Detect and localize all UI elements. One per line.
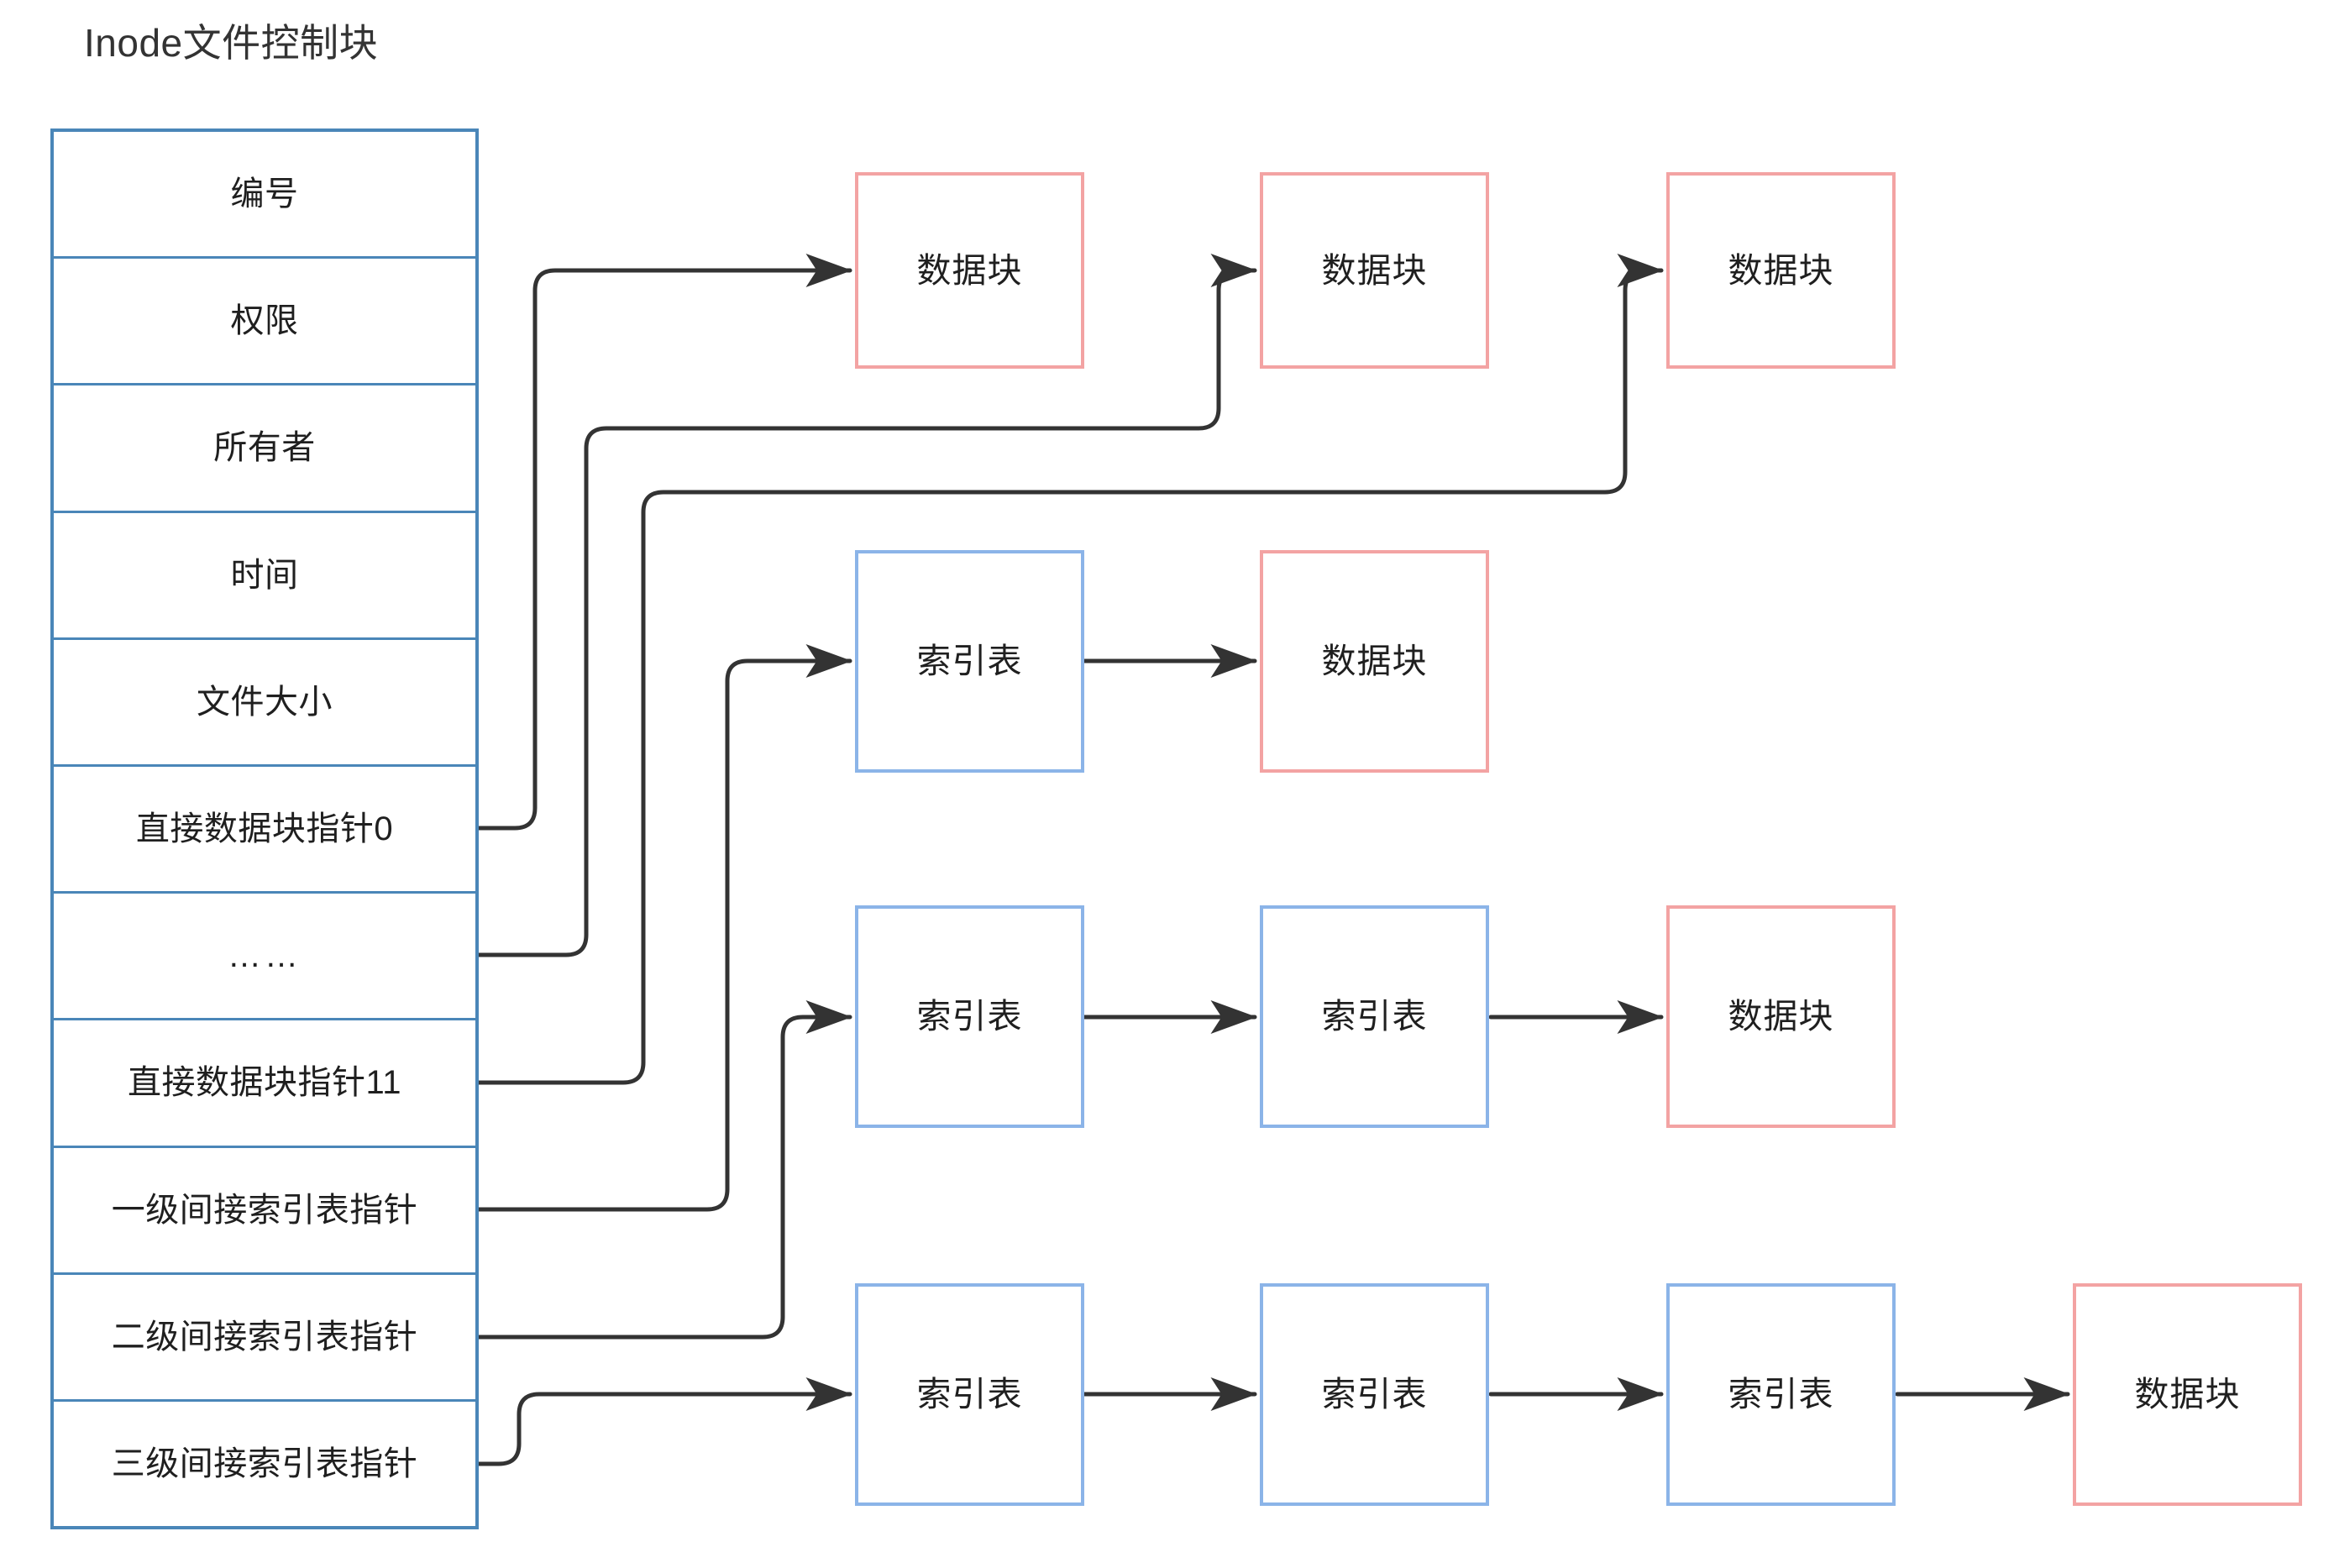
- inode-row-double-indirect-pointer[interactable]: 二级间接索引表指针: [54, 1274, 475, 1402]
- node-label: 数据块: [916, 250, 1023, 290]
- connector-indirect2-to-indextable: [476, 1000, 852, 1340]
- inode-row-direct-pointer-11[interactable]: 直接数据块指针11: [54, 1020, 475, 1148]
- inode-row-label: 时间: [230, 556, 299, 594]
- inode-row-time[interactable]: 时间: [54, 512, 475, 640]
- inode-row-label: 二级间接索引表指针: [111, 1318, 418, 1356]
- inode-row-label: 直接数据块指针0: [135, 810, 394, 848]
- inode-row-single-indirect-pointer[interactable]: 一级间接索引表指针: [54, 1147, 475, 1275]
- node-label: 索引表: [1321, 1375, 1428, 1413]
- node-label: 索引表: [1728, 1375, 1834, 1413]
- inode-row-triple-indirect-pointer[interactable]: 三级间接索引表指针: [54, 1401, 475, 1527]
- inode-row-label: 直接数据块指针11: [127, 1064, 402, 1102]
- inode-row-label: 权限: [230, 302, 299, 340]
- inode-row-label: 三级间接索引表指针: [111, 1445, 418, 1482]
- index-table-level2-b[interactable]: 索引表: [1260, 905, 1489, 1128]
- node-label: 数据块: [1728, 250, 1834, 290]
- index-table-level3-c[interactable]: 索引表: [1666, 1283, 1896, 1506]
- index-table-level3-b[interactable]: 索引表: [1260, 1283, 1489, 1506]
- node-label: 索引表: [916, 642, 1023, 680]
- inode-control-block-table: 编号 权限 所有者 时间 文件大小 直接数据块指针0 …… 直接数据块指针11 …: [50, 128, 479, 1529]
- node-label: 索引表: [1321, 997, 1428, 1036]
- inode-row-permission[interactable]: 权限: [54, 259, 475, 386]
- inode-row-label: ……: [228, 937, 302, 975]
- inode-row-owner[interactable]: 所有者: [54, 385, 475, 513]
- data-block-level2[interactable]: 数据块: [1666, 905, 1896, 1128]
- data-block-level3[interactable]: 数据块: [2073, 1283, 2302, 1506]
- connector-indirect3-to-indextable: [476, 1377, 852, 1466]
- connector-direct0-to-datablock1: [476, 254, 852, 831]
- index-table-level3-a[interactable]: 索引表: [855, 1283, 1084, 1506]
- index-table-level2-a[interactable]: 索引表: [855, 905, 1084, 1128]
- data-block-direct-11[interactable]: 数据块: [1666, 172, 1896, 369]
- index-table-level1[interactable]: 索引表: [855, 550, 1084, 773]
- inode-row-ellipsis[interactable]: ……: [54, 894, 475, 1021]
- inode-row-direct-pointer-0[interactable]: 直接数据块指针0: [54, 766, 475, 894]
- inode-row-label: 编号: [230, 176, 299, 213]
- node-label: 数据块: [2134, 1375, 2241, 1413]
- page-title: Inode文件控制块: [84, 21, 379, 65]
- inode-row-label: 文件大小: [197, 683, 333, 721]
- inode-row-label: 所有者: [213, 429, 316, 467]
- node-label: 索引表: [916, 1375, 1023, 1413]
- connector-indirect1-to-indextable: [476, 644, 852, 1212]
- node-label: 索引表: [916, 997, 1023, 1036]
- data-block-direct-mid[interactable]: 数据块: [1260, 172, 1489, 369]
- inode-row-filesize[interactable]: 文件大小: [54, 639, 475, 767]
- inode-row-number[interactable]: 编号: [54, 132, 475, 260]
- data-block-direct-0[interactable]: 数据块: [855, 172, 1084, 369]
- data-block-level1[interactable]: 数据块: [1260, 550, 1489, 773]
- node-label: 数据块: [1321, 642, 1428, 680]
- node-label: 数据块: [1728, 997, 1834, 1036]
- node-label: 数据块: [1321, 250, 1428, 290]
- inode-row-label: 一级间接索引表指针: [111, 1191, 418, 1229]
